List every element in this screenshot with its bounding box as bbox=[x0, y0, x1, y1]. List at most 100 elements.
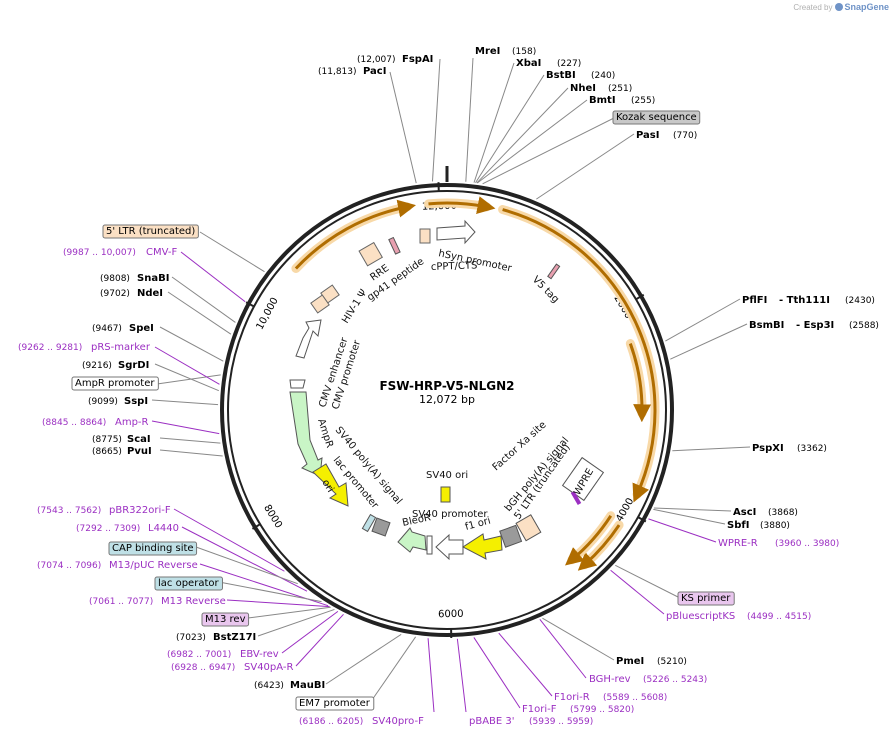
primer-range-amp-r: (8845 .. 8864) bbox=[42, 418, 106, 428]
label-5-ltr-outer-text: 5' LTR (truncated) bbox=[106, 226, 195, 237]
leader-line bbox=[167, 291, 232, 335]
hiv1-psi-box-2 bbox=[310, 294, 330, 314]
primer-pbluescriptks: pBluescriptKS bbox=[666, 611, 735, 622]
sv40-promoter-arrow bbox=[435, 533, 464, 561]
plasmid-size: 12,072 bp bbox=[419, 393, 475, 406]
enzyme-nhei: NheI bbox=[570, 83, 596, 94]
leader-line bbox=[257, 608, 335, 637]
leader-line bbox=[171, 276, 236, 323]
label-box bbox=[612, 110, 701, 125]
primer-range-cmv-f: (9987 .. 10,007) bbox=[63, 248, 136, 258]
leader-line bbox=[173, 508, 285, 572]
leader-line bbox=[427, 638, 435, 713]
enzyme-coord-bsmbi: (2588) bbox=[849, 321, 879, 331]
enzyme-sbfi: SbfI bbox=[727, 520, 749, 531]
label-ampr-promoter: AmpR promoter bbox=[71, 376, 159, 391]
leader-lines bbox=[151, 57, 751, 713]
leader-line bbox=[539, 619, 587, 679]
label-ks-primer: KS primer bbox=[677, 591, 735, 606]
feature-ampr: AmpR bbox=[315, 418, 335, 450]
boxed-labels: Kozak sequence 5' LTR (truncated) AmpR p… bbox=[71, 110, 735, 711]
leader-line bbox=[536, 133, 635, 200]
label-em7-promoter-text: EM7 promoter bbox=[299, 698, 371, 709]
leader-line bbox=[475, 74, 545, 184]
primer-range-ebv-rev: (6982 .. 7001) bbox=[167, 650, 231, 660]
plasmid-name: FSW-HRP-V5-NLGN2 bbox=[379, 379, 514, 393]
primer-wpre-r: WPRE-R bbox=[718, 538, 758, 549]
leader-line bbox=[653, 508, 726, 525]
leader-line bbox=[199, 231, 265, 273]
label-box bbox=[677, 591, 735, 606]
primer-range-m13-reverse: (7061 .. 7077) bbox=[89, 597, 153, 607]
enzyme-bstbi: BstBI bbox=[546, 70, 576, 81]
primer-range-wpre-r: (3960 .. 3980) bbox=[775, 539, 839, 549]
enzyme-coord-bmti: (255) bbox=[631, 96, 655, 106]
enzyme-coord-sspi: (9099) bbox=[88, 397, 118, 407]
feature-5-ltr-inner: 5' LTR (truncated) bbox=[512, 442, 572, 522]
primer-pbabe3: pBABE 3' bbox=[469, 716, 515, 727]
enzyme-coord-maubi: (6423) bbox=[254, 681, 284, 691]
primer-range-bgh-rev: (5226 .. 5243) bbox=[643, 675, 707, 685]
primer-range-pbluescriptks: (4499 .. 4515) bbox=[747, 612, 811, 622]
enzyme-coord-nhei: (251) bbox=[608, 84, 632, 94]
primer-f1ori-f: F1ori-F bbox=[522, 704, 557, 715]
enzyme-coord-scai: (8775) bbox=[92, 435, 122, 445]
primer-range-pbr322ori-f: (7543 .. 7562) bbox=[37, 506, 101, 516]
feature-bleor: BleoR bbox=[401, 512, 432, 529]
primer-cmv-f: CMV-F bbox=[146, 247, 177, 258]
enzyme-pflfi: PflFI bbox=[742, 295, 767, 306]
label-m13-rev-text: M13 rev bbox=[205, 614, 246, 625]
f1-ori-arrow bbox=[462, 533, 503, 560]
enzyme-coord-bstz17i: (7023) bbox=[176, 633, 206, 643]
orf-arc bbox=[628, 343, 652, 423]
credit-prefix: Created by bbox=[793, 3, 833, 12]
lac-region-box-1 bbox=[361, 513, 377, 533]
primer-f1ori-r: F1ori-R bbox=[554, 692, 590, 703]
snapgene-logo-icon bbox=[835, 3, 844, 11]
leader-line bbox=[154, 346, 220, 385]
enzyme-coord-sbfi: (3880) bbox=[760, 521, 790, 531]
cppt-cts-box bbox=[419, 228, 431, 244]
leader-line bbox=[281, 610, 339, 654]
leader-line bbox=[672, 446, 751, 452]
leader-line bbox=[473, 637, 521, 709]
primer-range-f1ori-f: (5799 .. 5820) bbox=[570, 705, 634, 715]
primer-bgh-rev: BGH-rev bbox=[589, 674, 631, 685]
primer-labels: (9987 .. 10,007) CMV-F (9262 .. 9281) pR… bbox=[18, 247, 839, 727]
label-ampr-promoter-text: AmpR promoter bbox=[75, 378, 155, 389]
feature-sv40-promoter: SV40 promoter bbox=[412, 509, 488, 520]
label-kozak-sequence: Kozak sequence bbox=[612, 110, 701, 125]
leader-line bbox=[482, 117, 615, 185]
enzyme-coord-snabi: (9808) bbox=[100, 274, 130, 284]
backbone-inner bbox=[227, 190, 667, 630]
enzyme-pmei: PmeI bbox=[616, 656, 644, 667]
label-lac-operator-text: lac operator bbox=[158, 578, 219, 589]
enzyme-coord-fspai: (12,007) bbox=[357, 55, 396, 65]
ruler-tick bbox=[245, 301, 255, 308]
enzyme-scai: ScaI bbox=[127, 434, 151, 445]
label-em7-promoter: EM7 promoter bbox=[295, 696, 375, 711]
primer-m13-reverse: M13 Reverse bbox=[161, 596, 226, 607]
leader-line bbox=[159, 449, 223, 457]
leader-line bbox=[195, 546, 298, 585]
enzyme-pspxi: PspXI bbox=[752, 443, 784, 454]
label-5-ltr-outer: 5' LTR (truncated) bbox=[102, 224, 199, 239]
enzyme-coord-ndei: (9702) bbox=[100, 289, 130, 299]
enzyme-bstz17i: BstZ17I bbox=[213, 632, 256, 643]
leader-line bbox=[653, 507, 732, 512]
enzyme-spei: SpeI bbox=[129, 323, 154, 334]
leader-line bbox=[670, 323, 748, 360]
leader-line bbox=[247, 606, 331, 619]
primer-range-f1ori-r: (5589 .. 5608) bbox=[603, 693, 667, 703]
label-box bbox=[154, 576, 223, 591]
rre-box bbox=[358, 241, 383, 267]
leader-line bbox=[218, 581, 322, 603]
gp41-peptide-box bbox=[388, 236, 401, 255]
ltr-3-box bbox=[515, 514, 542, 542]
label-box bbox=[108, 541, 198, 556]
orf-arc bbox=[428, 196, 496, 214]
sv40-ori-box bbox=[440, 486, 451, 503]
enzyme-maubi: MauBI bbox=[290, 680, 325, 691]
